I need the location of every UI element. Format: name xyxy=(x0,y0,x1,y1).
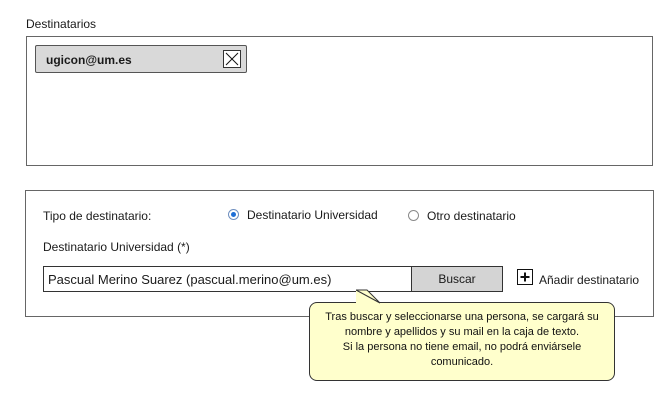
tooltip-line: Tras buscar y seleccionarse una persona,… xyxy=(325,311,599,323)
radio-selected-dot xyxy=(231,212,236,217)
recipient-chip-email: ugicon@um.es xyxy=(46,53,132,67)
radio-other[interactable] xyxy=(408,210,419,221)
plus-square-icon[interactable] xyxy=(517,269,533,285)
tooltip-line: nombre y apellidos y su mail en la caja … xyxy=(344,326,580,338)
radio-other-label[interactable]: Otro destinatario xyxy=(427,209,516,223)
info-tooltip xyxy=(309,302,615,381)
recipient-search-input[interactable]: Pascual Merino Suarez (pascual.merino@um… xyxy=(43,266,412,292)
tooltip-text: Tras buscar y seleccionarse una persona,… xyxy=(314,310,610,370)
radio-university[interactable] xyxy=(228,209,239,220)
tooltip-line: Si la persona no tiene email, no podrá e… xyxy=(342,341,582,353)
add-recipient-link[interactable]: Añadir destinatario xyxy=(539,273,640,287)
tooltip-line: comunicado. xyxy=(430,356,494,368)
university-recipient-label: Destinatario Universidad (*) xyxy=(43,240,190,254)
recipient-type-label: Tipo de destinatario: xyxy=(43,209,152,223)
close-icon[interactable] xyxy=(223,50,241,68)
recipient-chip: ugicon@um.es xyxy=(35,45,247,73)
tooltip-pointer xyxy=(356,289,381,304)
recipients-label: Destinatarios xyxy=(26,17,97,31)
search-button[interactable]: Buscar xyxy=(411,266,503,292)
radio-university-label[interactable]: Destinatario Universidad xyxy=(247,208,378,222)
